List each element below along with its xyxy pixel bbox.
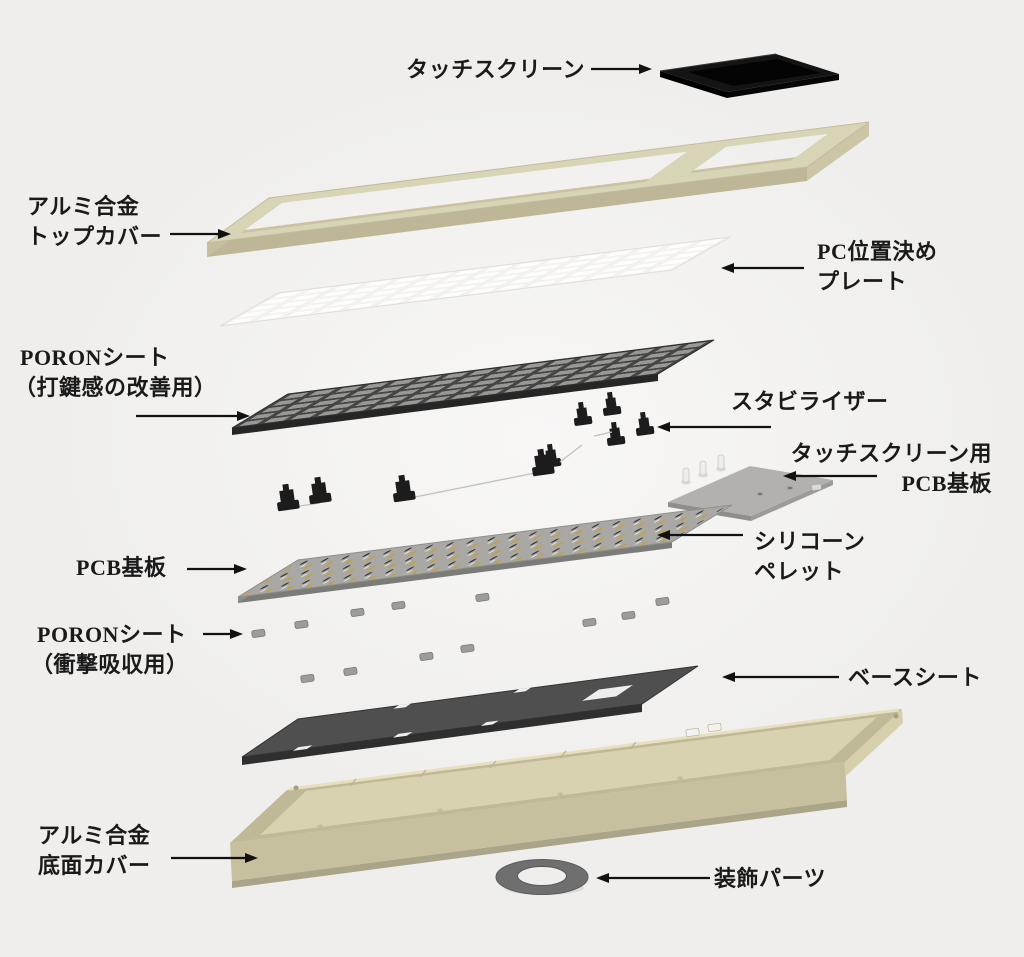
top-cover-arrow: [170, 229, 231, 239]
pcb-arrow: [187, 564, 247, 574]
touchscreen-arrow: [591, 64, 652, 74]
top-cover-part: [207, 122, 869, 257]
bottom-cover-part: [230, 708, 903, 888]
switch-parts: [277, 431, 613, 512]
positioning-plate-part: [220, 237, 730, 326]
base-sheet-label: ベースシート: [848, 665, 982, 690]
bottom-cover-label: アルミ合金 底面カバー: [38, 823, 151, 878]
silicone-pellets: [244, 507, 726, 595]
silicone-pellet-label: シリコーン ペレット: [754, 529, 866, 584]
touchscreen-pcb-arrow: [783, 471, 877, 481]
base-sheet-arrow: [722, 672, 839, 682]
touchscreen-pcb-label: タッチスクリーン用 PCB基板: [790, 441, 992, 496]
touchscreen-label-text: タッチスクリーン: [406, 57, 585, 82]
poron-shock-label: PORONシート （衝撃吸収用）: [31, 622, 189, 677]
silicone-pellet-arrow: [657, 530, 743, 540]
decorative-ring-part: [495, 859, 589, 895]
poron-typing-arrow: [136, 411, 250, 421]
poron-pieces-part: [251, 592, 670, 683]
decorative-parts-label: 装飾パーツ: [714, 866, 827, 891]
poron-sheet-typing-part: [232, 340, 714, 435]
pcb-label: PCB基板: [76, 555, 167, 580]
positioning-plate-arrow: [721, 263, 804, 273]
top-cover-label: アルミ合金 トップカバー: [27, 194, 163, 249]
stabilizer-arrow: [657, 422, 771, 432]
touchscreen-part: [659, 53, 839, 98]
decorative-parts-arrow: [596, 873, 710, 883]
positioning-plate-label: PC位置決め プレート: [817, 239, 938, 294]
main-pcb-part: [238, 505, 732, 603]
poron-shock-arrow: [203, 629, 243, 639]
stabilizers-part: [542, 391, 655, 468]
poron-typing-label: PORONシート （打鍵感の改善用）: [14, 345, 217, 400]
touchscreen-label: タッチスクリーン: [380, 55, 585, 85]
stabilizer-label: スタビライザー: [731, 389, 889, 414]
bottom-cover-arrow: [171, 853, 258, 863]
base-sheet-part: [241, 665, 699, 765]
